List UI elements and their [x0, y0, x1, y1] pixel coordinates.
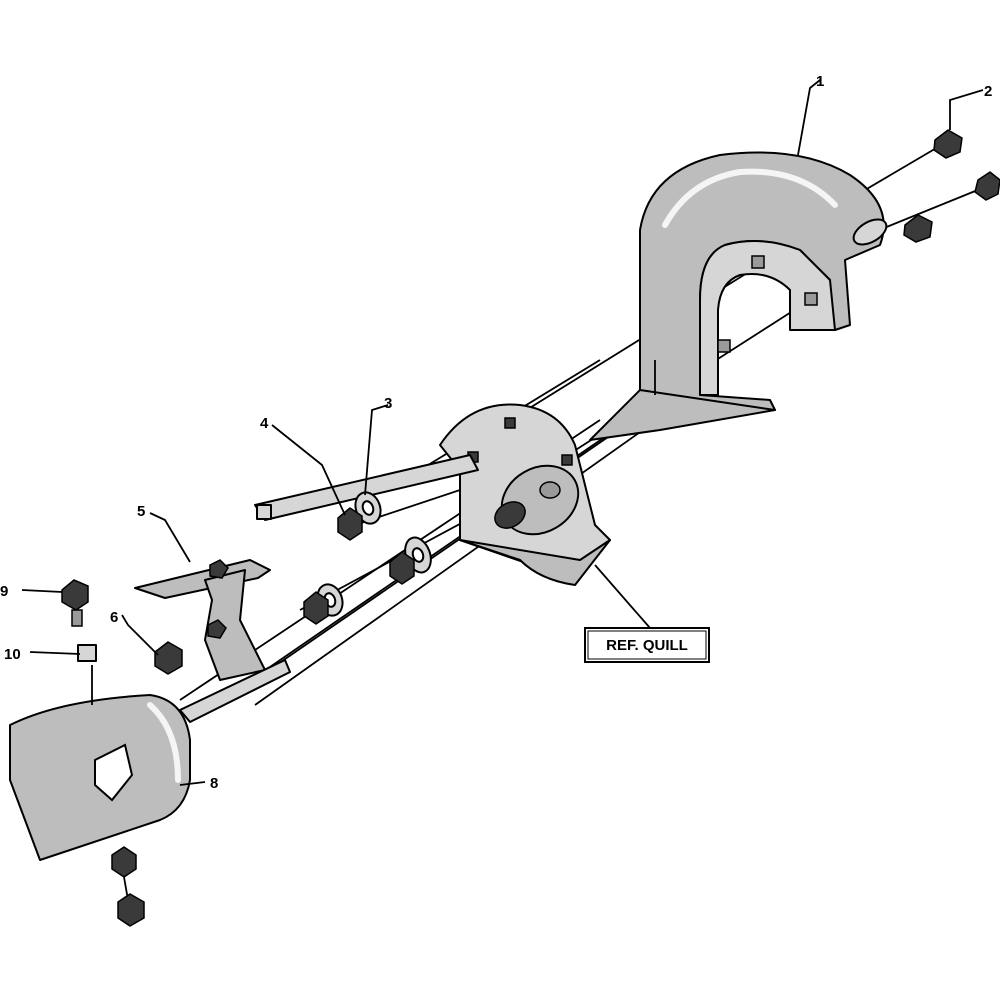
lower-guard-part-8 [9, 665, 191, 861]
quill-housing [439, 403, 611, 586]
callout-8: 8 [210, 775, 218, 792]
callout-9: 9 [0, 583, 8, 600]
bolts-part-2 [903, 129, 1000, 243]
ref-quill-label: REF. QUILL [584, 627, 710, 663]
callout-5: 5 [137, 503, 145, 520]
bracket-part-5 [134, 559, 291, 723]
nut-part-6 [154, 641, 183, 675]
callout-1: 1 [816, 73, 824, 90]
leader-lines [21, 79, 984, 786]
ref-quill-text: REF. QUILL [606, 637, 688, 654]
callout-6: 6 [110, 609, 118, 626]
upper-guard-part-1 [589, 151, 888, 441]
washer-part-10 [77, 644, 97, 662]
callout-2: 2 [984, 83, 992, 100]
nut-part-4 [337, 507, 363, 541]
callout-4: 4 [260, 415, 269, 432]
bottom-hardware [111, 846, 145, 927]
callout-10: 10 [4, 646, 21, 663]
mid-hardware [303, 536, 432, 625]
callout-labels: 1 2 3 4 5 6 8 9 10 [0, 73, 992, 792]
bolt-part-9 [61, 579, 89, 627]
callout-3: 3 [384, 395, 392, 412]
